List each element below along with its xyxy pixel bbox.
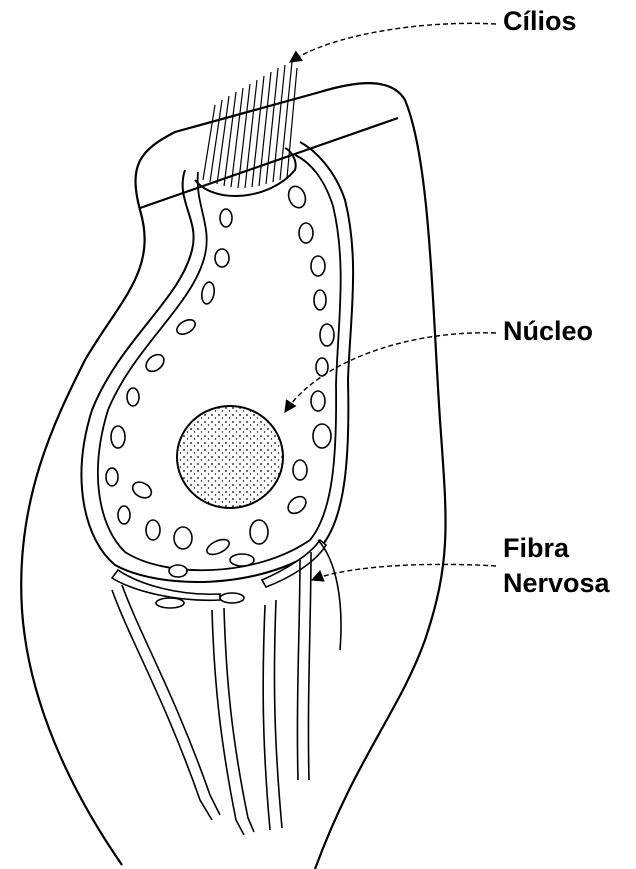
leader-nerve-fiber [312, 564, 496, 580]
label-cilia: Cílios [503, 6, 577, 36]
leader-cilia [290, 23, 496, 62]
label-nerve-fiber-line2: Nervosa [503, 568, 610, 598]
cytoplasm-vesicles [106, 184, 334, 577]
label-nucleus: Núcleo [503, 316, 593, 346]
label-nerve-fiber-line1: Fibra [503, 533, 569, 563]
nucleus [177, 406, 283, 508]
